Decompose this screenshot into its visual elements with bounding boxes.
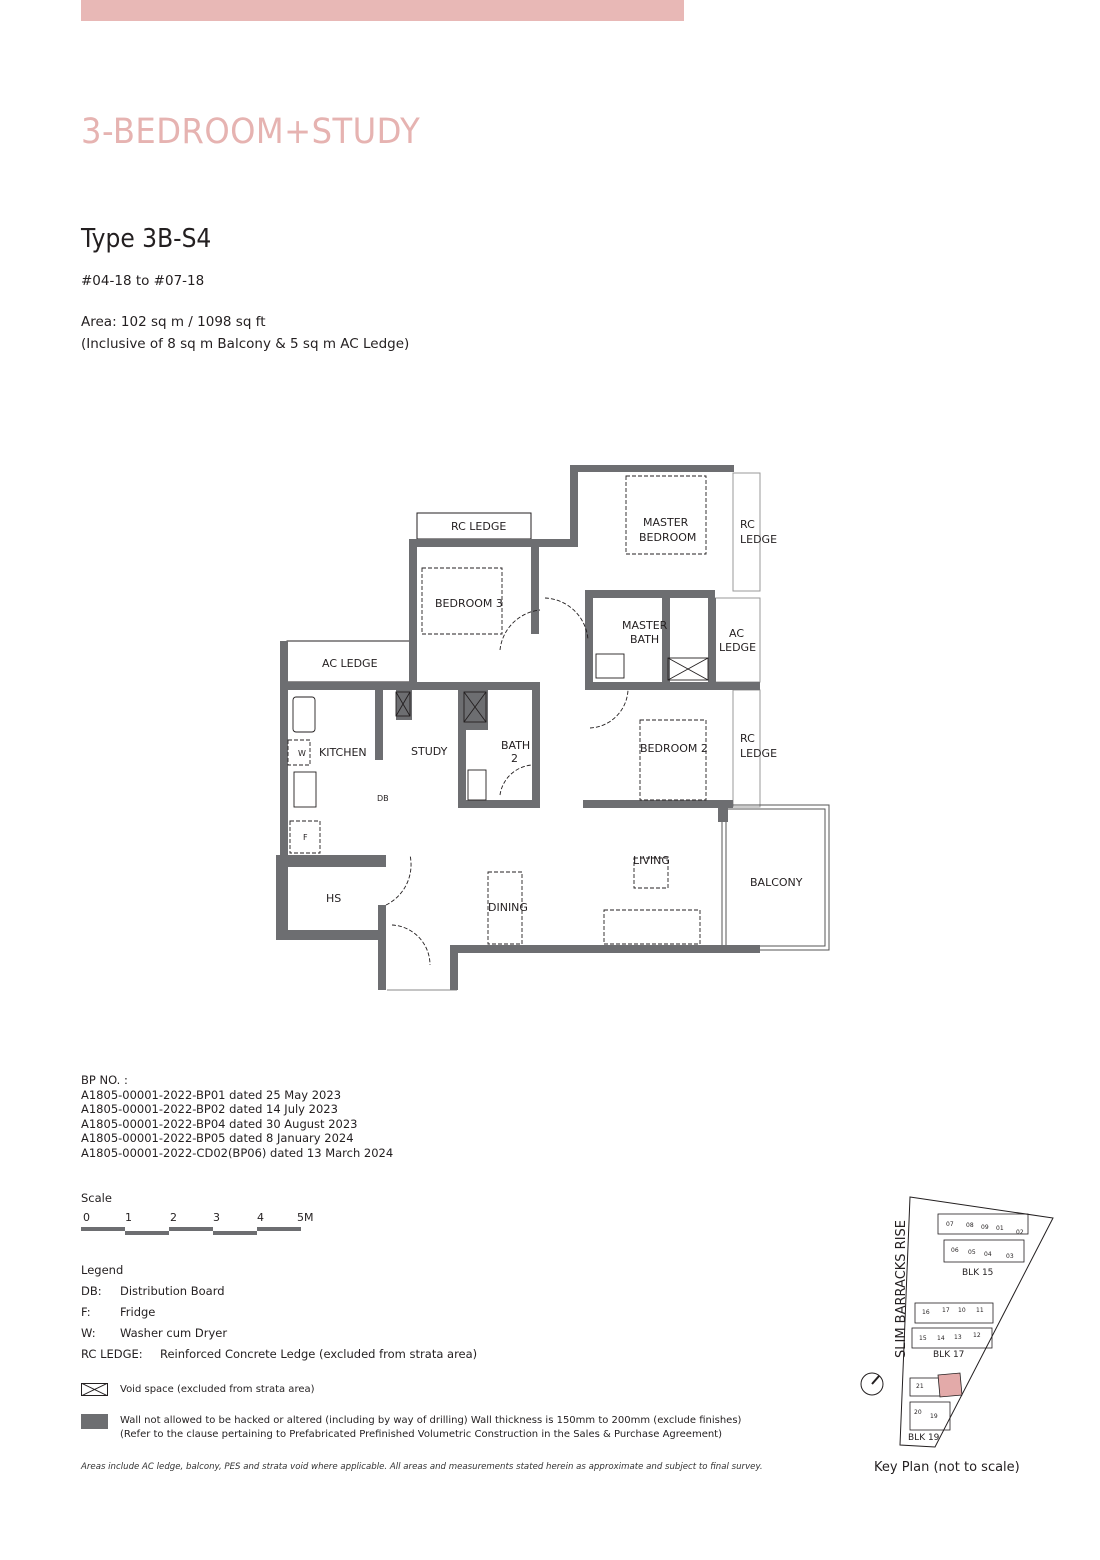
- bp-item: A1805-00001-2022-BP01 dated 25 May 2023: [81, 1087, 342, 1102]
- svg-text:12: 12: [973, 1332, 981, 1339]
- svg-text:0: 0: [83, 1211, 90, 1224]
- svg-text:14: 14: [937, 1335, 945, 1342]
- svg-text:05: 05: [968, 1249, 976, 1256]
- legend-value: Distribution Board: [120, 1283, 225, 1298]
- floor-plan: RC LEDGE MASTER BEDROOM RC LEDGE BEDROOM…: [276, 465, 830, 991]
- svg-text:RC: RC: [740, 518, 755, 531]
- structural-walls: [276, 465, 760, 990]
- bp-item: A1805-00001-2022-BP04 dated 30 August 20…: [81, 1116, 358, 1131]
- svg-text:AC LEDGE: AC LEDGE: [322, 657, 378, 670]
- svg-text:AC: AC: [729, 627, 744, 640]
- unit-range: #04-18 to #07-18: [81, 273, 205, 289]
- legend-value: Washer cum Dryer: [120, 1325, 228, 1340]
- scale-label: Scale: [81, 1191, 112, 1205]
- svg-text:BEDROOM 3: BEDROOM 3: [435, 597, 503, 610]
- svg-text:BATH: BATH: [630, 633, 659, 646]
- scale-bar: 0 1 2 3 4 5M: [81, 1211, 314, 1235]
- svg-text:BEDROOM 2: BEDROOM 2: [640, 742, 708, 755]
- svg-text:15: 15: [919, 1335, 927, 1342]
- svg-text:DINING: DINING: [488, 901, 528, 914]
- svg-text:LEDGE: LEDGE: [719, 641, 756, 654]
- svg-text:11: 11: [976, 1307, 984, 1314]
- legend-void: Void space (excluded from strata area): [81, 1383, 315, 1396]
- unit-type-title: Type 3B-S4: [81, 224, 212, 254]
- svg-text:F: F: [303, 833, 308, 842]
- svg-text:BLK 19: BLK 19: [908, 1433, 940, 1443]
- svg-text:STUDY: STUDY: [411, 745, 448, 758]
- svg-text:04: 04: [984, 1251, 992, 1258]
- svg-text:MASTER: MASTER: [622, 619, 668, 632]
- svg-text:LIVING: LIVING: [633, 854, 670, 867]
- bp-item: A1805-00001-2022-BP05 dated 8 January 20…: [81, 1131, 354, 1146]
- svg-text:LEDGE: LEDGE: [740, 747, 777, 760]
- svg-text:HS: HS: [326, 892, 341, 905]
- svg-text:BALCONY: BALCONY: [750, 876, 803, 889]
- key-plan-label: Key Plan (not to scale): [874, 1460, 1020, 1475]
- area-text: Area: 102 sq m / 1098 sq ft: [81, 314, 266, 330]
- svg-text:1: 1: [125, 1211, 132, 1224]
- disclaimer: Areas include AC ledge, balcony, PES and…: [81, 1462, 763, 1472]
- legend-key: W:: [81, 1325, 96, 1340]
- legend-title: Legend: [81, 1262, 124, 1277]
- legend-key: RC LEDGE:: [81, 1346, 143, 1361]
- area-note: (Inclusive of 8 sq m Balcony & 5 sq m AC…: [81, 336, 410, 352]
- legend-wall: Wall not allowed to be hacked or altered…: [81, 1414, 741, 1442]
- svg-text:2: 2: [511, 752, 518, 765]
- svg-text:LEDGE: LEDGE: [740, 533, 777, 546]
- svg-text:10: 10: [958, 1307, 966, 1314]
- svg-text:RC LEDGE: RC LEDGE: [451, 520, 506, 533]
- svg-text:13: 13: [954, 1334, 962, 1341]
- svg-text:16: 16: [922, 1309, 930, 1316]
- bp-item: A1805-00001-2022-BP02 dated 14 July 2023: [81, 1102, 338, 1117]
- svg-text:BATH: BATH: [501, 739, 530, 752]
- svg-text:17: 17: [942, 1307, 950, 1314]
- legend: Legend DB: Distribution Board F: Fridge W:…: [81, 1259, 477, 1364]
- svg-text:21: 21: [916, 1383, 924, 1390]
- svg-text:DB: DB: [377, 794, 389, 803]
- svg-text:BEDROOM: BEDROOM: [639, 531, 696, 544]
- svg-text:W: W: [298, 749, 306, 758]
- key-plan: SLIM BARRACKS RISE 07 08 09 01 02 06 05 …: [860, 1196, 1054, 1448]
- svg-text:BLK 17: BLK 17: [933, 1350, 964, 1360]
- legend-key: F:: [81, 1304, 91, 1319]
- svg-text:2: 2: [170, 1211, 177, 1224]
- svg-text:03: 03: [1006, 1253, 1014, 1260]
- legend-value: Fridge: [120, 1304, 156, 1319]
- void-text: Void space (excluded from strata area): [120, 1384, 315, 1395]
- svg-text:08: 08: [966, 1222, 974, 1229]
- header-accent-bar: [81, 0, 684, 21]
- svg-text:KITCHEN: KITCHEN: [319, 746, 367, 759]
- wall-swatch-icon: [81, 1414, 108, 1429]
- bp-numbers: BP NO. : A1805-00001-2022-BP01 dated 25 …: [81, 1073, 393, 1161]
- bp-item: A1805-00001-2022-CD02(BP06) dated 13 Mar…: [81, 1145, 394, 1160]
- svg-text:MASTER: MASTER: [643, 516, 689, 529]
- wall-text-2: (Refer to the clause pertaining to Prefa…: [120, 1429, 723, 1440]
- svg-text:01: 01: [996, 1225, 1004, 1232]
- area-info: Area: 102 sq m / 1098 sq ft (Inclusive o…: [81, 311, 409, 355]
- svg-text:20: 20: [914, 1409, 922, 1416]
- category-title: 3-BEDROOM+STUDY: [81, 112, 421, 152]
- svg-text:RC: RC: [740, 732, 755, 745]
- legend-value: Reinforced Concrete Ledge (excluded from…: [160, 1346, 478, 1361]
- svg-text:06: 06: [951, 1247, 959, 1254]
- wall-text-1: Wall not allowed to be hacked or altered…: [120, 1415, 742, 1426]
- svg-text:19: 19: [930, 1413, 938, 1420]
- legend-key: DB:: [81, 1283, 102, 1298]
- svg-text:5M: 5M: [297, 1211, 314, 1224]
- svg-text:SLIM BARRACKS RISE: SLIM BARRACKS RISE: [894, 1220, 909, 1358]
- bp-title: BP NO. :: [81, 1073, 128, 1087]
- svg-text:07: 07: [946, 1221, 954, 1228]
- svg-text:BLK 15: BLK 15: [962, 1268, 993, 1278]
- svg-text:09: 09: [981, 1224, 989, 1231]
- svg-text:4: 4: [257, 1211, 264, 1224]
- svg-text:02: 02: [1016, 1229, 1024, 1236]
- void-space-icon: [81, 1383, 108, 1396]
- svg-text:3: 3: [213, 1211, 220, 1224]
